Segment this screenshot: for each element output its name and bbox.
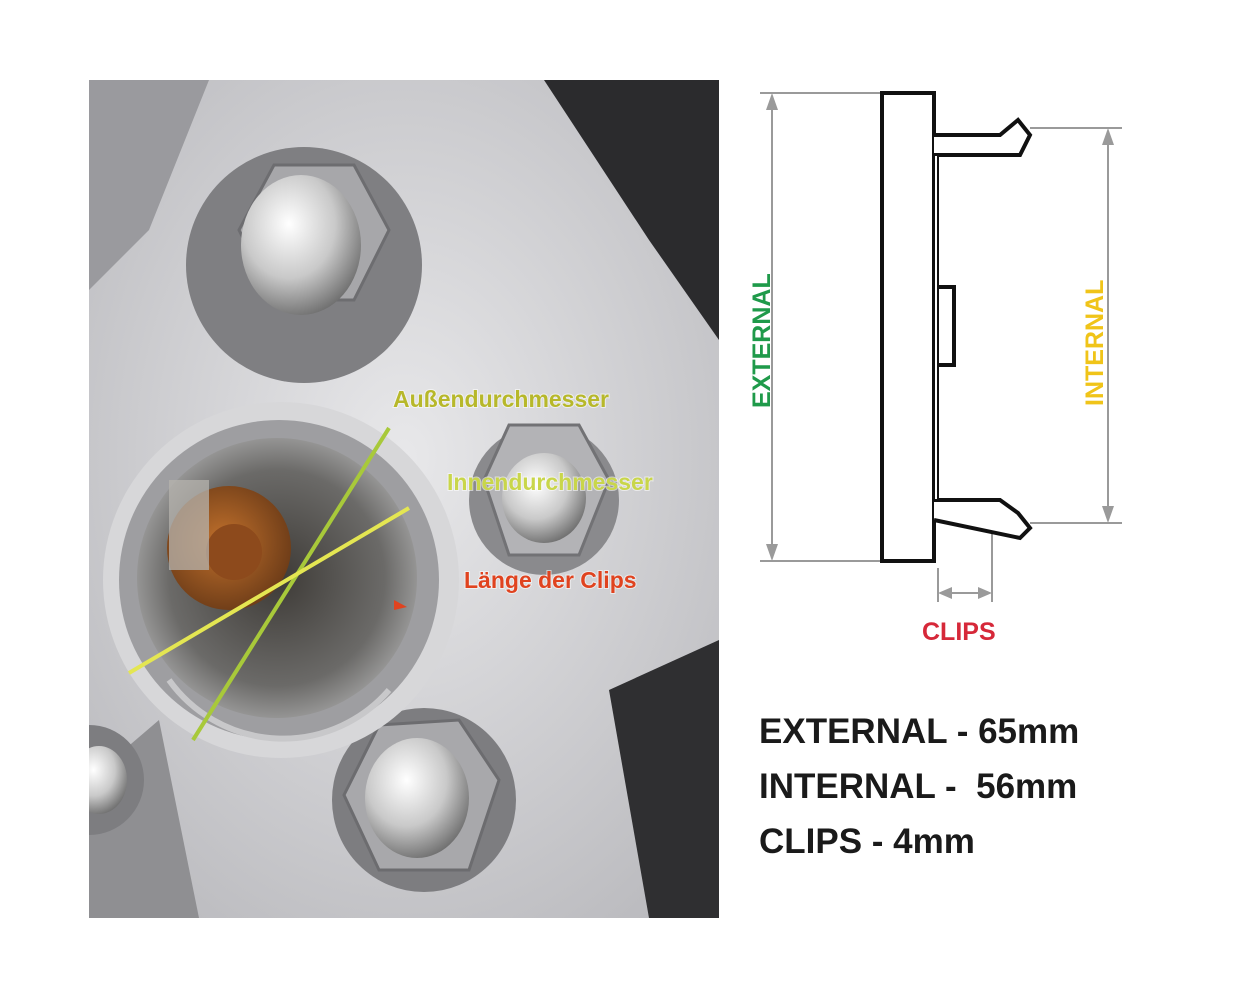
- clips-marker: [394, 600, 407, 610]
- wheel-hub-photo: Außendurchmesser Innendurchmesser Länge …: [89, 80, 719, 918]
- cap-profile: [880, 91, 1033, 563]
- outer-diameter-label: Außendurchmesser: [393, 386, 609, 412]
- lug-nut-top: [186, 147, 422, 383]
- center-cap-diagram: EXTERNAL INTERNAL CLIPS: [748, 91, 1122, 646]
- outer-diameter-line: [191, 426, 391, 742]
- dark-spoke-gap-top: [544, 80, 719, 340]
- clips-dimension-label: CLIPS: [922, 618, 996, 646]
- clips-length-label: Länge der Clips: [464, 567, 637, 593]
- dark-spoke-gap-left: [89, 80, 209, 290]
- inner-diameter-line: [127, 506, 411, 675]
- lug-nut-bottom: [332, 708, 516, 892]
- lug-nut-right: [469, 423, 619, 575]
- center-bore: [103, 402, 459, 758]
- dimension-lines: [760, 92, 1122, 602]
- spec-internal: INTERNAL - 56mm: [759, 767, 1078, 806]
- specifications-list: EXTERNAL - 65mm INTERNAL - 56mm CLIPS - …: [759, 704, 1199, 869]
- spec-clips: CLIPS - 4mm: [759, 822, 975, 861]
- internal-dimension-label: INTERNAL: [1081, 280, 1109, 406]
- spec-external: EXTERNAL - 65mm: [759, 712, 1080, 751]
- inner-diameter-label: Innendurchmesser: [447, 469, 653, 495]
- external-dimension-label: EXTERNAL: [748, 273, 776, 408]
- lug-nut-left: [89, 725, 144, 835]
- dark-spoke-gap-right: [609, 640, 719, 918]
